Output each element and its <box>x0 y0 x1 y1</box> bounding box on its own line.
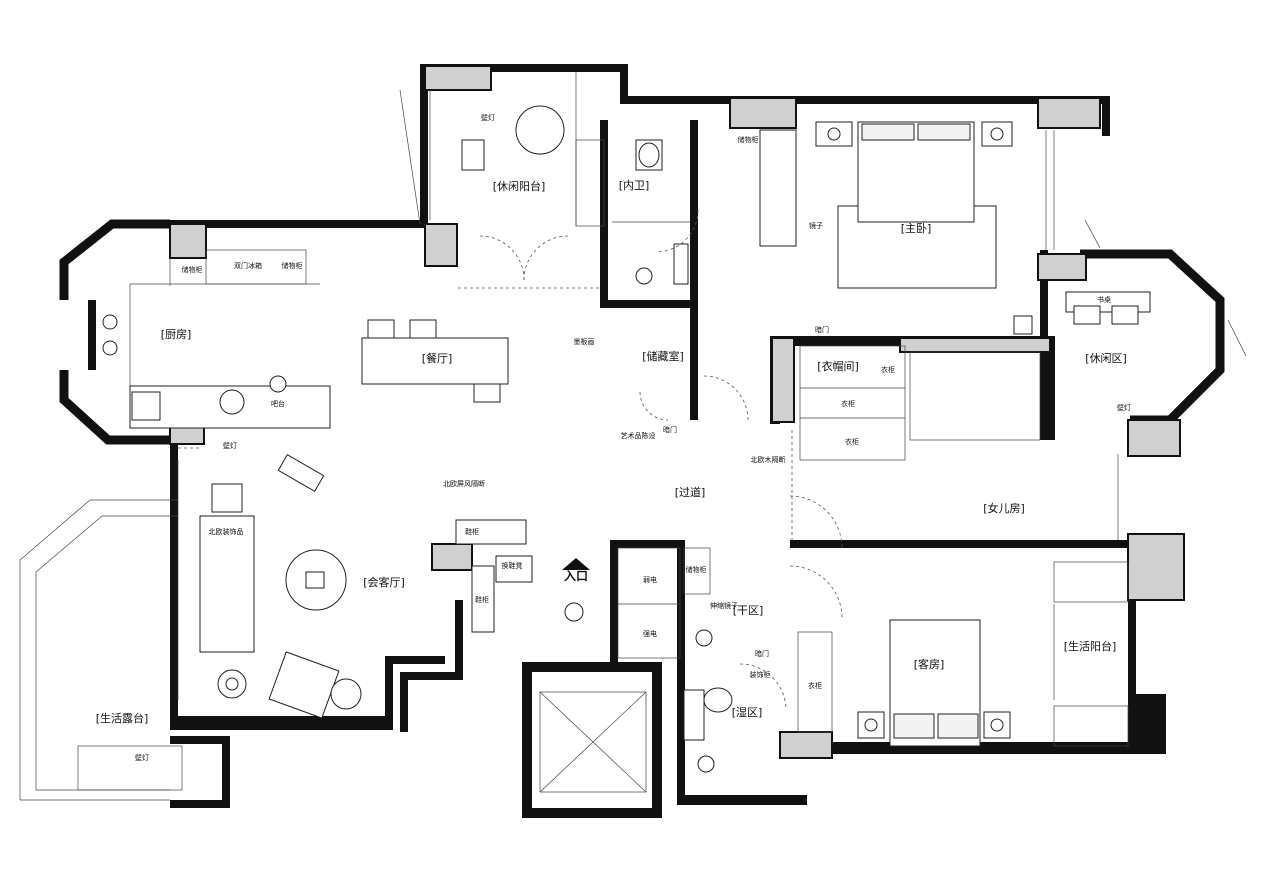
room-master-bedroom: [主卧] <box>901 222 932 235</box>
label-storage-kitchen: 储物柜 <box>182 265 203 274</box>
columns <box>169 65 1185 759</box>
label-double-fridge: 双门冰箱 <box>234 261 262 270</box>
label-storage-master: 储物柜 <box>738 135 759 144</box>
walls <box>59 64 1225 818</box>
room-storage: [储藏室] <box>642 349 684 363</box>
label-vanity: 装饰柜 <box>750 670 771 679</box>
label-hidden-door-storage: 暗门 <box>663 425 677 434</box>
label-art-display: 艺术品陈设 <box>621 431 656 440</box>
label-shoe-cabinet-1: 鞋柜 <box>465 527 479 536</box>
label-wall-lamp-kitchen: 壁灯 <box>223 441 237 450</box>
label-desk: 书桌 <box>1097 295 1111 304</box>
room-service-terrace: [生活露台] <box>96 711 149 725</box>
room-dry-zone: [干区] <box>733 604 764 617</box>
label-shoe-bench: 换鞋凳 <box>502 561 523 570</box>
label-shoe-cabinet-2: 鞋柜 <box>475 595 489 604</box>
label-closet-1: 衣柜 <box>881 365 895 374</box>
label-wall-lamp-terrace: 壁灯 <box>135 753 149 762</box>
room-guest: [客房] <box>914 657 945 671</box>
annotations: 储物柜 双门冰箱 储物柜 壁灯 储物柜 镜子 书桌 暗门 衣柜 衣柜 衣柜 壁灯… <box>135 113 1131 762</box>
label-nordic-ornament: 北欧装饰品 <box>209 527 244 536</box>
label-retractable-mirror: 伸缩镜子 <box>710 601 738 610</box>
label-hidden-door-bath: 暗门 <box>755 649 769 658</box>
label-nordic-screen: 北欧屏风隔断 <box>443 479 485 488</box>
label-entrance: 入口 <box>564 569 588 583</box>
label-closet-2: 衣柜 <box>841 399 855 408</box>
room-kitchen: [厨房] <box>161 328 192 341</box>
label-weak-current: 弱电 <box>643 575 657 584</box>
room-walkin-closet: [衣帽间] <box>817 359 859 373</box>
interior-lines <box>19 72 1247 801</box>
label-closet-3: 衣柜 <box>845 437 859 446</box>
room-service-balcony: [生活阳台] <box>1064 639 1117 653</box>
room-corridor: [过道] <box>675 485 706 499</box>
entrance-arrow-icon <box>562 558 590 570</box>
room-leisure-balcony: [休闲阳台] <box>493 179 546 193</box>
label-wall-lamp-balcony: 壁灯 <box>481 113 495 122</box>
label-nordic-wood-partition: 北欧木隔断 <box>751 455 786 464</box>
person-icon <box>564 602 584 622</box>
label-sliding-panel: 墨板画 <box>574 337 595 346</box>
room-inner-bath: [内卫] <box>619 178 650 192</box>
label-closet-guest: 衣柜 <box>808 681 822 690</box>
label-mirror: 镜子 <box>809 221 823 230</box>
room-leisure-area: [休闲区] <box>1085 351 1127 365</box>
label-storage-kitchen-2: 储物柜 <box>282 261 303 270</box>
label-bar: 吧台 <box>271 399 285 408</box>
room-wet-zone: [湿区] <box>732 706 763 719</box>
label-hidden-door-closet: 暗门 <box>815 325 829 334</box>
room-daughter: [女儿房] <box>983 501 1025 515</box>
label-wall-lamp-leisure: 壁灯 <box>1117 403 1131 412</box>
room-living: [会客厅] <box>363 575 405 589</box>
room-dining: [餐厅] <box>422 351 453 365</box>
label-strong-current: 强电 <box>643 629 657 638</box>
label-storage-core: 储物柜 <box>686 565 707 574</box>
room-labels: [休闲阳台] [内卫] [主卧] [厨房] [餐厅] [储藏室] [衣帽间] [… <box>96 178 1127 725</box>
